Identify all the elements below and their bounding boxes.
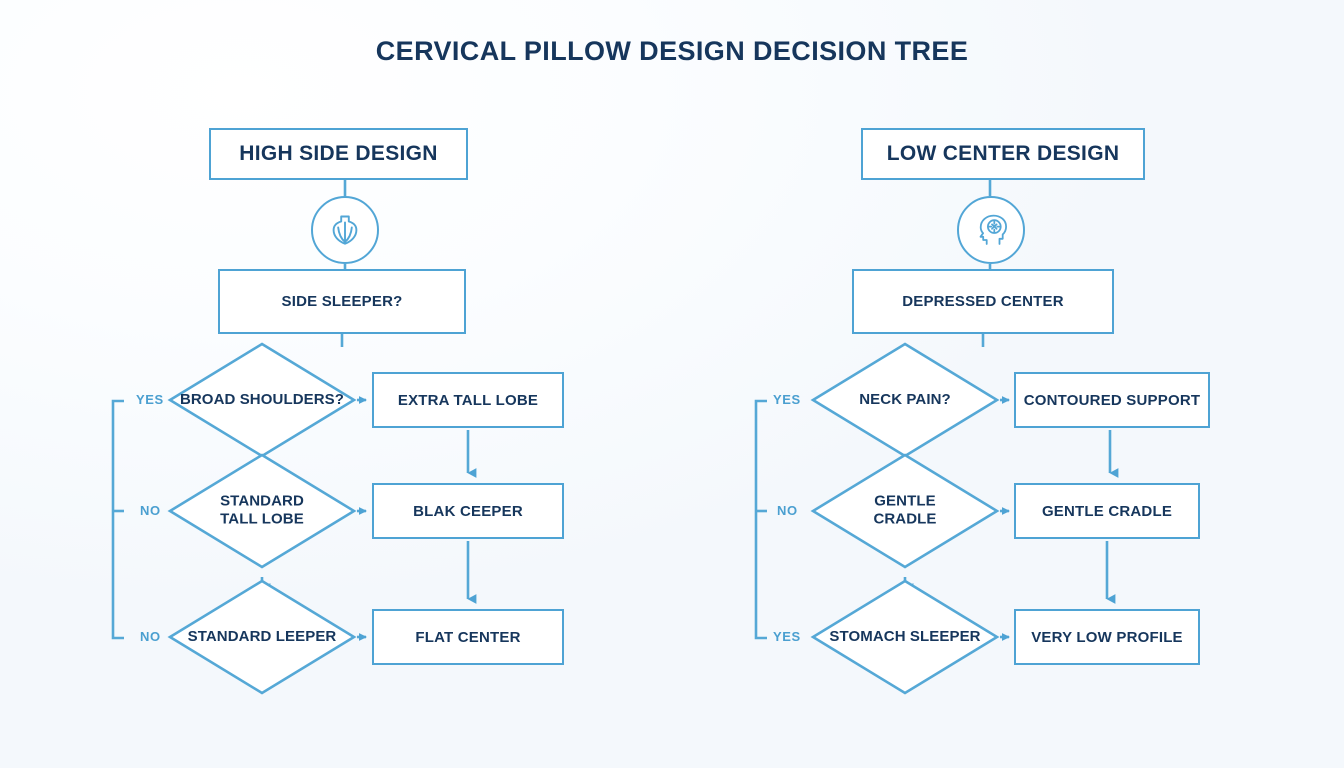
decision-label: GENTLE CRADLE [873,492,937,528]
root-node-side-sleeper[interactable]: SIDE SLEEPER? [218,269,466,334]
decision-node-standard-leeper[interactable]: STANDARD LEEPER [167,578,357,696]
decision-node-stomach-sleeper[interactable]: STOMACH SLEEPER [810,578,1000,696]
branch-label-left-1: YES [136,392,164,407]
decision-label: BROAD SHOULDERS? [179,390,345,408]
decision-node-broad-shoulders[interactable]: BROAD SHOULDERS? [167,341,357,459]
decision-label: NECK PAIN? [859,390,951,408]
decision-label: STANDARD LEEPER [187,627,337,645]
result-node-blak-ceeper[interactable]: BLAK CEEPER [372,483,564,539]
decision-node-neck-pain[interactable]: NECK PAIN? [810,341,1000,459]
decision-node-standard-tall-lobe[interactable]: STANDARD TALL LOBE [167,452,357,570]
result-node-extra-tall-lobe[interactable]: EXTRA TALL LOBE [372,372,564,428]
branch-label-left-3: NO [140,629,161,644]
branch-header-low-center[interactable]: LOW CENTER DESIGN [861,128,1145,180]
result-node-very-low-profile[interactable]: VERY LOW PROFILE [1014,609,1200,665]
branch-label-right-2: NO [777,503,798,518]
branch-label-right-1: YES [773,392,801,407]
result-node-contoured-support[interactable]: CONTOURED SUPPORT [1014,372,1210,428]
root-node-depressed-center[interactable]: DEPRESSED CENTER [852,269,1114,334]
branch-header-high-side[interactable]: HIGH SIDE DESIGN [209,128,468,180]
branch-label-right-3: YES [773,629,801,644]
branch-label-left-2: NO [140,503,161,518]
result-node-gentle-cradle[interactable]: GENTLE CRADLE [1014,483,1200,539]
decision-label: STANDARD TALL LOBE [220,492,304,528]
page-title: CERVICAL PILLOW DESIGN DECISION TREE [375,36,969,66]
head-brain-icon [957,196,1025,264]
decision-node-gentle-cradle[interactable]: GENTLE CRADLE [810,452,1000,570]
result-node-flat-center[interactable]: FLAT CENTER [372,609,564,665]
decision-label: STOMACH SLEEPER [829,627,981,645]
shield-icon [311,196,379,264]
